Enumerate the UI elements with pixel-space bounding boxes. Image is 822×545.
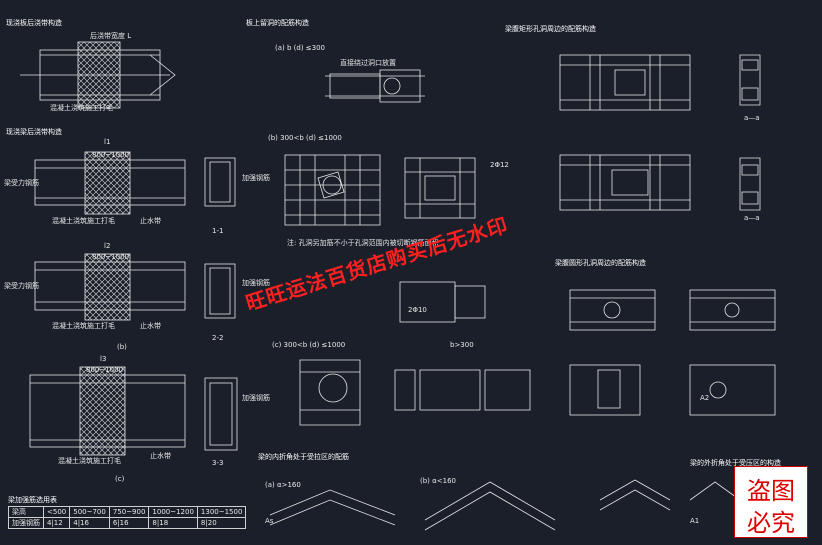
label-a: (b) (117, 343, 127, 351)
label-stirrup-1: 止水带 (140, 217, 161, 225)
label-case-a: (a) b (d) ≤300 (275, 44, 326, 52)
label-as-1: As (265, 517, 274, 525)
label-aa-2: a—a (744, 214, 760, 222)
table-cell: 750~900 (108, 506, 150, 518)
angle-beam-b (424, 481, 556, 531)
label-sec-33: 3-3 (212, 459, 224, 467)
table-cell: <500 (42, 506, 71, 518)
table-cell: 1000~1200 (148, 506, 198, 518)
title-inner-angle: 梁的内折角处于受拉区的配筋 (258, 453, 349, 461)
table-cell: 4|12 (42, 517, 71, 529)
slab-post-cast-detail (20, 41, 176, 109)
label-c: (c) (115, 475, 125, 483)
label-2phi10: 2Φ10 (408, 306, 427, 314)
circle-hole-detail (299, 281, 531, 426)
beam-post-cast-l3 (29, 366, 238, 456)
label-angle-b: (b) α<160 (420, 477, 456, 485)
title-beam-post-cast: 现浇梁后浇带构造 (6, 128, 62, 136)
angle-beam-c (599, 479, 741, 511)
label-aa-1: a—a (744, 114, 760, 122)
title-beam-rect-hole: 梁腹矩形孔洞周边的配筋构造 (505, 25, 596, 33)
label-beam-rebar-1: 梁受力钢筋 (4, 179, 39, 187)
stamp-line-1: 盗图 (747, 477, 795, 505)
table-title: 梁加强筋选用表 (8, 496, 57, 504)
label-houjiao-width: 后浇带宽度 L (90, 32, 132, 40)
label-range-2: 800~1000 (92, 253, 130, 261)
label-casting-2: 混凝土浇筑施工打毛 (52, 217, 115, 225)
table-cell: 8|18 (148, 517, 198, 529)
beam-rect-hole-top (559, 54, 761, 111)
beam-rect-hole-mid (559, 154, 761, 211)
beam-post-cast-l2 (34, 253, 236, 321)
label-case-c: (c) 300<b (d) ≤1000 (272, 341, 346, 349)
label-add-rebar-1: 加强钢筋 (242, 174, 270, 182)
label-l3: l3 (100, 355, 107, 363)
rebar-selection-table: 梁高 <500 500~700 750~900 1000~1200 1300~1… (8, 506, 247, 529)
label-add-rebar-3: 加强钢筋 (242, 394, 270, 402)
stamp-line-2: 必究 (747, 509, 795, 537)
table-cell: 6|16 (108, 517, 150, 529)
table-cell: 500~700 (69, 506, 110, 518)
anti-theft-stamp: 盗图 必究 (734, 466, 808, 538)
table-row: 加强钢筋 4|12 4|16 6|16 8|18 8|20 (8, 517, 247, 529)
label-sec-22: 2-2 (212, 334, 224, 342)
label-stirrup-3: 止水带 (150, 452, 171, 460)
label-l2: l2 (104, 242, 111, 250)
angle-beam-a (269, 489, 396, 526)
table-cell: 梁高 (8, 506, 44, 518)
label-2phi12: 2Φ12 (490, 161, 509, 169)
label-casting-4: 混凝土浇筑施工打毛 (58, 457, 121, 465)
table-cell: 8|20 (196, 517, 247, 529)
table-row: 梁高 <500 500~700 750~900 1000~1200 1300~1… (8, 506, 247, 518)
label-casting-1: 混凝土浇筑施工打毛 (50, 104, 113, 112)
label-angle-a: (a) α>160 (265, 481, 301, 489)
label-a1: A1 (690, 517, 700, 525)
table-cell: 1300~1500 (196, 506, 247, 518)
title-outer-angle: 梁的外折角处于受压区的构造 (690, 459, 781, 467)
label-range-1: 800~1000 (92, 151, 130, 159)
label-range-3: 800~1000 (86, 366, 124, 374)
beam-circle-hole-right (569, 289, 776, 416)
title-slab-opening: 板上留洞的配筋构造 (246, 19, 309, 27)
note-text: 注: 孔洞另加筋不小于孔洞范围内被切断钢筋面积 (287, 239, 439, 247)
label-casting-3: 混凝土浇筑施工打毛 (52, 322, 115, 330)
title-slab-post-cast: 现浇板后浇带构造 (6, 19, 62, 27)
label-l1: l1 (104, 138, 111, 146)
slab-opening-a (325, 69, 425, 103)
slab-opening-b (284, 154, 476, 226)
label-stirrup-2: 止水带 (140, 322, 161, 330)
table-cell: 4|16 (69, 517, 110, 529)
label-a2: A2 (700, 394, 710, 402)
title-beam-circle-hole: 梁腹圆形孔洞周边的配筋构造 (555, 259, 646, 267)
label-sec-11: 1-1 (212, 227, 224, 235)
table-cell: 加强钢筋 (8, 517, 44, 529)
label-beam-rebar-2: 梁受力钢筋 (4, 282, 39, 290)
label-case-b: (b) 300<b (d) ≤1000 (268, 134, 342, 142)
beam-post-cast-l1 (34, 151, 236, 215)
label-direct-bypass: 直接绕过洞口放置 (340, 59, 396, 67)
label-add-rebar-2: 加强钢筋 (242, 279, 270, 287)
label-b300: b>300 (450, 341, 474, 349)
